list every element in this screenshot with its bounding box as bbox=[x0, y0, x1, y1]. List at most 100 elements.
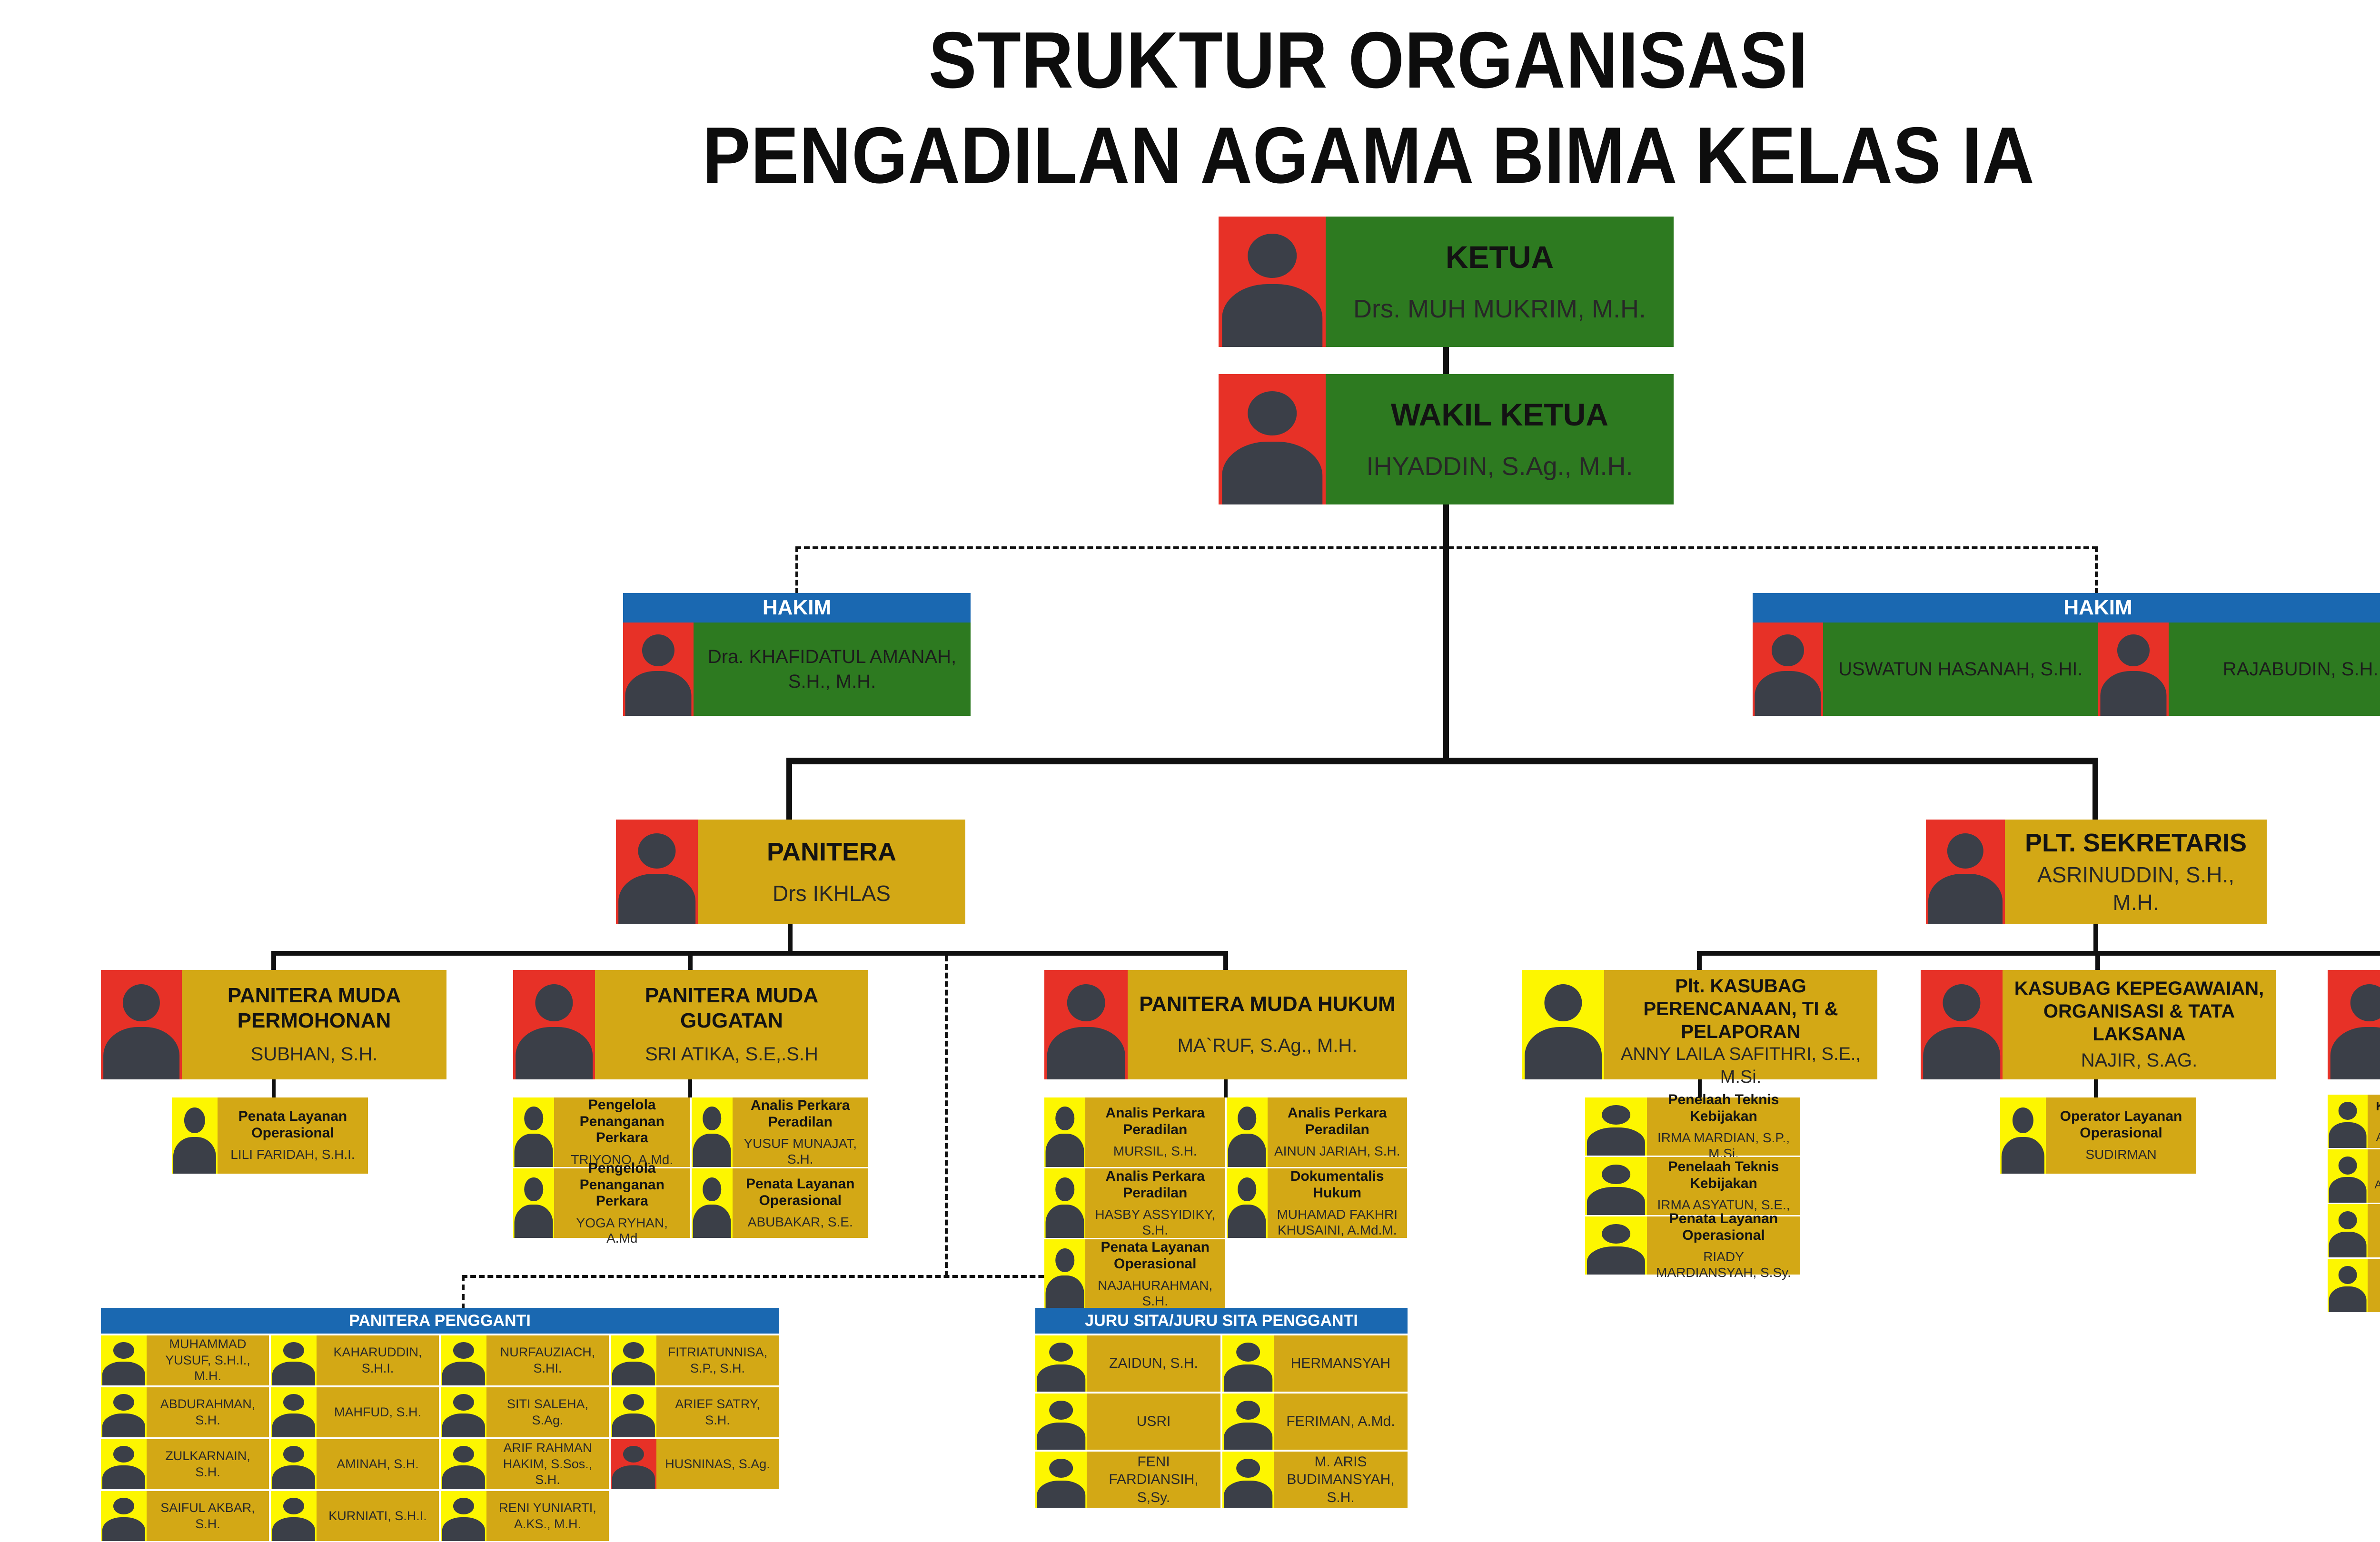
member-card: RENI YUNIARTI, A.KS., M.H. bbox=[441, 1491, 609, 1541]
person-photo bbox=[691, 1097, 733, 1167]
person-photo bbox=[611, 1439, 656, 1489]
connector-drop bbox=[1697, 951, 1702, 970]
staff-list-umum: Analis Pengelolaan Keuangan APBN Ahli Pe… bbox=[2328, 1095, 2380, 1312]
member-card: NURFAUZIACH, S.HI. bbox=[441, 1335, 609, 1385]
person-photo bbox=[101, 1335, 147, 1385]
member-name: FENI FARDIANSIH, S,Sy. bbox=[1109, 1453, 1199, 1505]
member-card: ARIEF SATRY, S.H. bbox=[611, 1387, 779, 1437]
hakim-members: USWATUN HASANAH, S.HI.RAJABUDIN, S.H.I. bbox=[1753, 623, 2380, 716]
staff-card: Penata Layanan OperasionalWAHYUDIN, S.H. bbox=[2328, 1204, 2380, 1257]
person-photo bbox=[513, 1168, 554, 1238]
staff-role-label: Penata Layanan Operasional bbox=[1101, 1239, 1210, 1272]
connector-main-horizontal bbox=[786, 758, 2098, 764]
staff-role-label: Dokumentalis Hukum bbox=[1290, 1168, 1384, 1201]
person-photo bbox=[172, 1097, 218, 1174]
title-line-2: PENGADILAN AGAMA BIMA KELAS IA bbox=[702, 110, 2035, 200]
person-photo bbox=[101, 1439, 147, 1489]
connector-staff-drop bbox=[2094, 1079, 2098, 1097]
group-header-panitera-pengganti: PANITERA PENGGANTI bbox=[101, 1308, 779, 1334]
person-photo bbox=[1226, 1097, 1268, 1167]
person-photo bbox=[2328, 1095, 2368, 1148]
staff-role-label: Penelaah Teknis Kebijakan bbox=[1668, 1092, 1779, 1124]
member-name: SITI SALEHA, S.Ag. bbox=[506, 1396, 589, 1427]
connector-trunk bbox=[1443, 504, 1449, 761]
hakim-member-name: USWATUN HASANAH, S.HI. bbox=[1823, 623, 2098, 716]
person-name: NAJIR, S.AG. bbox=[2081, 1049, 2198, 1071]
staff-card: Teknisi Sarana dan PrasaranaALAN PRADANA… bbox=[2328, 1149, 2380, 1203]
person-photo bbox=[101, 1491, 147, 1541]
connector-drop bbox=[1223, 951, 1228, 970]
person-name: Drs. MUH MUKRIM, M.H. bbox=[1353, 294, 1646, 323]
connector-staff-drop bbox=[272, 1079, 276, 1097]
connector-to-sekretaris bbox=[2092, 758, 2098, 820]
node-text: WAKIL KETUA IHYADDIN, S.Ag., M.H. bbox=[1326, 374, 1674, 504]
person-photo bbox=[1219, 217, 1326, 347]
person-photo bbox=[441, 1491, 486, 1541]
staff-name: NAJAHURAHMAN, S.H. bbox=[1098, 1278, 1213, 1308]
role-label: KETUA bbox=[1445, 239, 1554, 275]
staff-role-label: Operator Layanan Operasional bbox=[2372, 1263, 2380, 1292]
role-label: PANITERA MUDA GUGATAN bbox=[645, 984, 819, 1032]
staff-role-label: Teknisi Sarana dan Prasarana bbox=[2372, 1147, 2380, 1176]
node-panitera-muda-hukum: PANITERA MUDA HUKUM MA`RUF, S.Ag., M.H. bbox=[1044, 970, 1407, 1079]
member-card: MAHFUD, S.H. bbox=[271, 1387, 439, 1437]
member-name: ARIF RAHMAN HAKIM, S.Sos., S.H. bbox=[503, 1440, 593, 1487]
person-photo bbox=[101, 1387, 147, 1437]
member-name: ZULKARNAIN, S.H. bbox=[165, 1448, 250, 1479]
staff-card: Analis Pengelolaan Keuangan APBN Ahli Pe… bbox=[2328, 1095, 2380, 1148]
member-card: SAIFUL AKBAR, S.H. bbox=[101, 1491, 269, 1541]
staff-role-label: Penata Layanan Operasional bbox=[746, 1176, 855, 1208]
person-photo bbox=[611, 1387, 656, 1437]
node-hakim-left: HAKIM Dra. KHAFIDATUL AMANAH, S.H., M.H. bbox=[623, 593, 971, 716]
node-panitera-muda-gugatan: PANITERA MUDA GUGATAN SRI ATIKA, S.E,.S.… bbox=[513, 970, 868, 1079]
person-photo bbox=[1585, 1216, 1647, 1275]
person-name: ASRINUDDIN, S.H., M.H. bbox=[2037, 862, 2235, 915]
staff-name: YOGA RYHAN, A.Md bbox=[576, 1215, 668, 1245]
connector-ketua-wakil bbox=[1443, 347, 1449, 375]
person-photo bbox=[611, 1335, 656, 1385]
staff-name: AINUN JARIAH, S.H. bbox=[1274, 1144, 1400, 1159]
connector-staff-drop bbox=[688, 1079, 692, 1097]
node-text: KETUA Drs. MUH MUKRIM, M.H. bbox=[1326, 217, 1674, 347]
staff-name: YUSUF MUNAJAT, S.H. bbox=[744, 1136, 857, 1166]
person-photo bbox=[1753, 623, 1823, 716]
node-wakil-ketua: WAKIL KETUA IHYADDIN, S.Ag., M.H. bbox=[1219, 374, 1674, 504]
person-photo bbox=[271, 1491, 317, 1541]
node-kasubag-umum-keuangan: KASUBAG UMUM & KEUANGAN ASRINUDDIN, S.H.… bbox=[2328, 970, 2380, 1079]
person-name: SUBHAN, S.H. bbox=[250, 1043, 378, 1065]
node-text: PANITERA MUDA GUGATAN SRI ATIKA, S.E,.S.… bbox=[595, 970, 868, 1079]
person-photo bbox=[441, 1335, 486, 1385]
member-name: RENI YUNIARTI, A.KS., M.H. bbox=[499, 1500, 596, 1531]
person-name: MA`RUF, S.Ag., M.H. bbox=[1177, 1035, 1358, 1057]
staff-name: HASBY ASSYIDIKY, S.H. bbox=[1095, 1207, 1216, 1237]
staff-role-label: Penata Layanan Operasional bbox=[1669, 1211, 1778, 1243]
member-name: AMINAH, S.H. bbox=[337, 1456, 419, 1471]
node-plt-sekretaris: PLT. SEKRETARIS ASRINUDDIN, S.H., M.H. bbox=[1926, 820, 2267, 924]
person-photo bbox=[2098, 623, 2169, 716]
connector-hakim-dashed-left bbox=[795, 546, 798, 594]
staff-card: Operator Layanan OperasionalILHAM bbox=[2328, 1259, 2380, 1312]
member-name: KAHARUDDIN, S.H.I. bbox=[333, 1344, 422, 1375]
staff-role-label: Penata Layanan Operasional bbox=[2372, 1208, 2380, 1237]
person-name: Drs IKHLAS bbox=[773, 880, 891, 906]
member-name: MUHAMMAD YUSUF, S.H.I., M.H. bbox=[165, 1336, 250, 1384]
person-photo bbox=[1035, 1335, 1087, 1392]
person-photo bbox=[1044, 1168, 1085, 1238]
member-card: KURNIATI, S.H.I. bbox=[271, 1491, 439, 1541]
group-header-juru-sita: JURU SITA/JURU SITA PENGGANTI bbox=[1035, 1308, 1408, 1334]
member-card: KAHARUDDIN, S.H.I. bbox=[271, 1335, 439, 1385]
staff-text: Teknisi Sarana dan PrasaranaALAN PRADANA… bbox=[2368, 1149, 2380, 1203]
hakim-member: Dra. KHAFIDATUL AMANAH, S.H., M.H. bbox=[623, 623, 971, 716]
